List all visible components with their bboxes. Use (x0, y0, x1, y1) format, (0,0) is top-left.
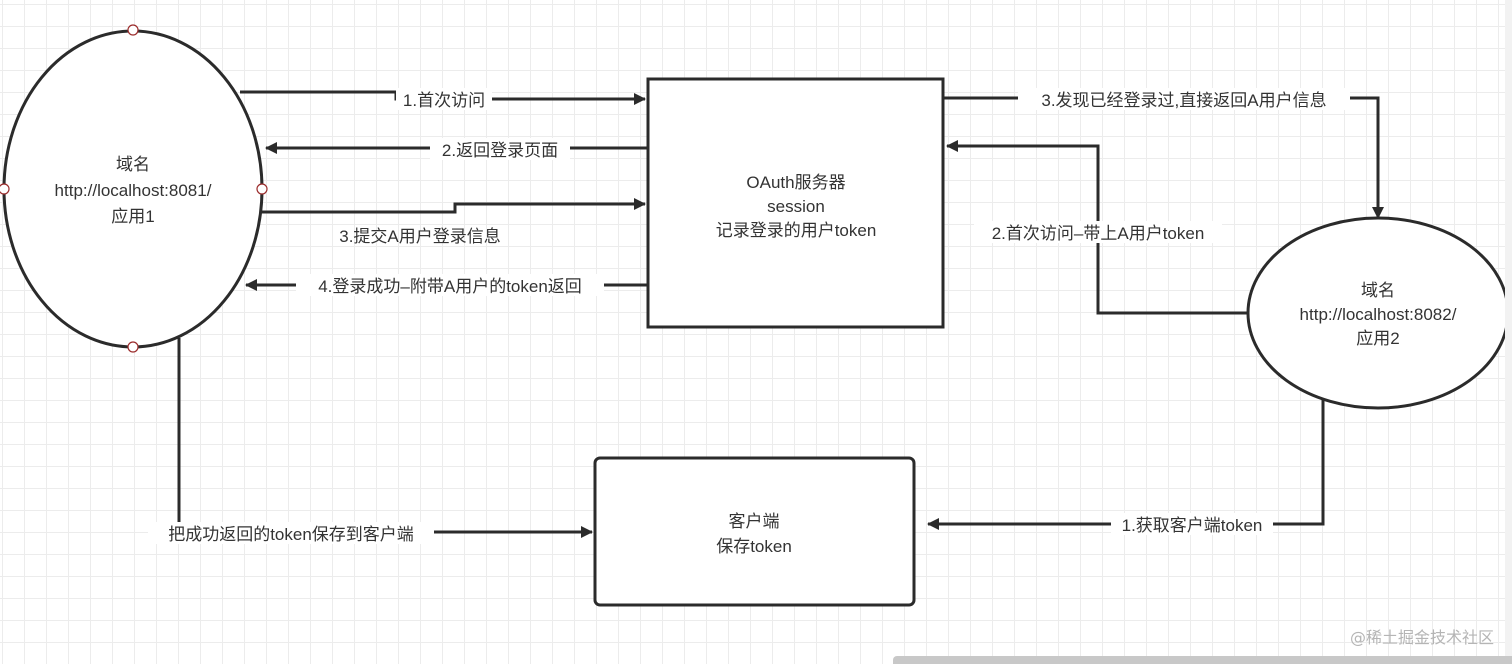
app1-title: 域名 (116, 155, 150, 174)
label-save-token: 把成功返回的token保存到客户端 (168, 525, 414, 544)
label-get-client-token: 1.获取客户端token (1122, 516, 1263, 535)
connection-handle-left[interactable] (0, 183, 10, 195)
edge-get-client-token (927, 398, 1325, 530)
oauth-desc: 记录登录的用户token (716, 221, 877, 240)
watermark: @稀土掘金技术社区 (1349, 628, 1494, 647)
edge-found-logged-in (944, 96, 1384, 219)
connection-handle-bottom[interactable] (127, 341, 139, 353)
app2-url: http://localhost:8082/ (1300, 305, 1457, 324)
canvas-right-edge (1505, 0, 1512, 664)
app2-title: 域名 (1361, 281, 1395, 300)
label-login-success: 4.登录成功–附带A用户的token返回 (318, 277, 582, 296)
label-first-visit: 1.首次访问 (403, 91, 485, 110)
node-client[interactable] (593, 456, 916, 607)
edge-save-token (177, 338, 593, 538)
node-oauth-server[interactable] (646, 77, 945, 329)
client-title: 客户端 (729, 512, 780, 531)
app1-name: 应用1 (111, 207, 154, 226)
oauth-title: OAuth服务器 (746, 173, 845, 192)
horizontal-scrollbar[interactable] (893, 656, 1512, 664)
edge-submit-login (262, 198, 646, 214)
connection-handle-right[interactable] (256, 183, 268, 195)
label-submit-login: 3.提交A用户登录信息 (339, 227, 501, 246)
label-found-logged-in: 3.发现已经登录过,直接返回A用户信息 (1041, 91, 1326, 110)
app2-name: 应用2 (1356, 329, 1399, 348)
app1-url: http://localhost:8081/ (55, 181, 212, 200)
label-first-visit-with-token: 2.首次访问–带上A用户token (992, 224, 1205, 243)
connection-handle-top[interactable] (127, 24, 139, 36)
oauth-session: session (767, 197, 825, 216)
label-return-login-page: 2.返回登录页面 (442, 141, 558, 160)
client-desc: 保存token (716, 537, 792, 556)
